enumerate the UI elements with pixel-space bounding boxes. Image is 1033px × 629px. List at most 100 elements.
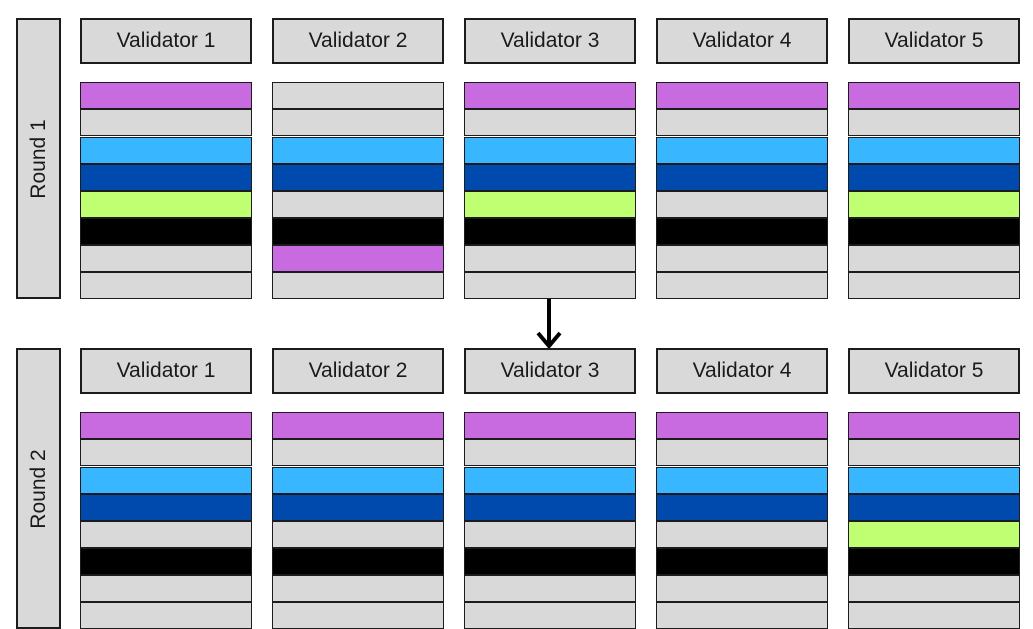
- slot-dark-blue: [464, 164, 636, 191]
- slot-black: [848, 218, 1020, 245]
- validator-header: Validator 1: [80, 18, 252, 64]
- slot-empty: [464, 602, 636, 629]
- slot-purple: [656, 412, 828, 439]
- slot-black: [656, 548, 828, 575]
- validator-column: Validator 2: [272, 348, 444, 629]
- slot-dark-blue: [80, 164, 252, 191]
- slot-empty: [464, 575, 636, 602]
- validator-header: Validator 4: [656, 18, 828, 64]
- slot-empty: [656, 245, 828, 272]
- slot-black: [272, 218, 444, 245]
- slot-dark-blue: [848, 164, 1020, 191]
- slot-empty: [656, 602, 828, 629]
- slot-black: [464, 548, 636, 575]
- validator-column: Validator 4: [656, 348, 828, 629]
- slot-light-blue: [656, 137, 828, 164]
- slot-light-blue: [656, 467, 828, 494]
- slot-empty: [272, 521, 444, 548]
- slot-lime: [464, 191, 636, 218]
- validator-column: Validator 3: [464, 348, 636, 629]
- slot-black: [80, 218, 252, 245]
- round-label-1: Round 1: [16, 18, 61, 299]
- slot-empty: [272, 272, 444, 299]
- slot-dark-blue: [80, 494, 252, 521]
- slot-empty: [80, 439, 252, 466]
- slot-black: [272, 548, 444, 575]
- slot-empty: [464, 109, 636, 136]
- validator-header: Validator 5: [848, 18, 1020, 64]
- slot-empty: [272, 109, 444, 136]
- slot-empty: [272, 191, 444, 218]
- slot-empty: [656, 439, 828, 466]
- round-label-2: Round 2: [16, 348, 61, 629]
- slot-empty: [272, 82, 444, 109]
- slot-light-blue: [272, 137, 444, 164]
- slot-dark-blue: [848, 494, 1020, 521]
- round-label-text: Round 2: [26, 448, 50, 529]
- slot-purple: [656, 82, 828, 109]
- slot-empty: [656, 109, 828, 136]
- slot-dark-blue: [272, 494, 444, 521]
- slot-empty: [848, 439, 1020, 466]
- slot-purple: [848, 82, 1020, 109]
- slot-purple: [272, 245, 444, 272]
- validator-column: Validator 1: [80, 18, 252, 299]
- validator-column: Validator 1: [80, 348, 252, 629]
- slot-empty: [464, 272, 636, 299]
- slot-black: [848, 548, 1020, 575]
- validator-header: Validator 1: [80, 348, 252, 394]
- slot-empty: [80, 575, 252, 602]
- validator-header: Validator 4: [656, 348, 828, 394]
- slot-empty: [848, 575, 1020, 602]
- slot-light-blue: [848, 137, 1020, 164]
- slot-lime: [80, 191, 252, 218]
- slot-empty: [464, 439, 636, 466]
- slot-purple: [80, 412, 252, 439]
- validator-header: Validator 5: [848, 348, 1020, 394]
- slot-purple: [464, 412, 636, 439]
- validator-header: Validator 2: [272, 348, 444, 394]
- validator-column: Validator 5: [848, 348, 1020, 629]
- slot-empty: [848, 109, 1020, 136]
- slot-light-blue: [464, 137, 636, 164]
- slot-empty: [80, 245, 252, 272]
- slot-black: [656, 218, 828, 245]
- validator-header: Validator 3: [464, 348, 636, 394]
- slot-empty: [656, 521, 828, 548]
- validator-header: Validator 2: [272, 18, 444, 64]
- slot-empty: [848, 245, 1020, 272]
- slot-dark-blue: [656, 494, 828, 521]
- slot-empty: [272, 602, 444, 629]
- slot-empty: [848, 602, 1020, 629]
- slot-empty: [80, 272, 252, 299]
- slot-purple: [464, 82, 636, 109]
- slot-dark-blue: [656, 164, 828, 191]
- slot-empty: [656, 272, 828, 299]
- validator-column: Validator 2: [272, 18, 444, 299]
- slot-light-blue: [272, 467, 444, 494]
- validator-column: Validator 5: [848, 18, 1020, 299]
- validator-column: Validator 3: [464, 18, 636, 299]
- slot-empty: [272, 575, 444, 602]
- slot-empty: [80, 109, 252, 136]
- slot-light-blue: [80, 137, 252, 164]
- slot-empty: [80, 602, 252, 629]
- slot-empty: [656, 191, 828, 218]
- slot-dark-blue: [272, 164, 444, 191]
- slot-lime: [848, 521, 1020, 548]
- slot-empty: [80, 521, 252, 548]
- slot-light-blue: [464, 467, 636, 494]
- slot-empty: [272, 439, 444, 466]
- slot-purple: [848, 412, 1020, 439]
- slot-empty: [848, 272, 1020, 299]
- slot-light-blue: [80, 467, 252, 494]
- slot-black: [80, 548, 252, 575]
- slot-dark-blue: [464, 494, 636, 521]
- slot-lime: [848, 191, 1020, 218]
- round-label-text: Round 1: [26, 118, 50, 199]
- slot-purple: [80, 82, 252, 109]
- validator-header: Validator 3: [464, 18, 636, 64]
- slot-empty: [656, 575, 828, 602]
- slot-purple: [272, 412, 444, 439]
